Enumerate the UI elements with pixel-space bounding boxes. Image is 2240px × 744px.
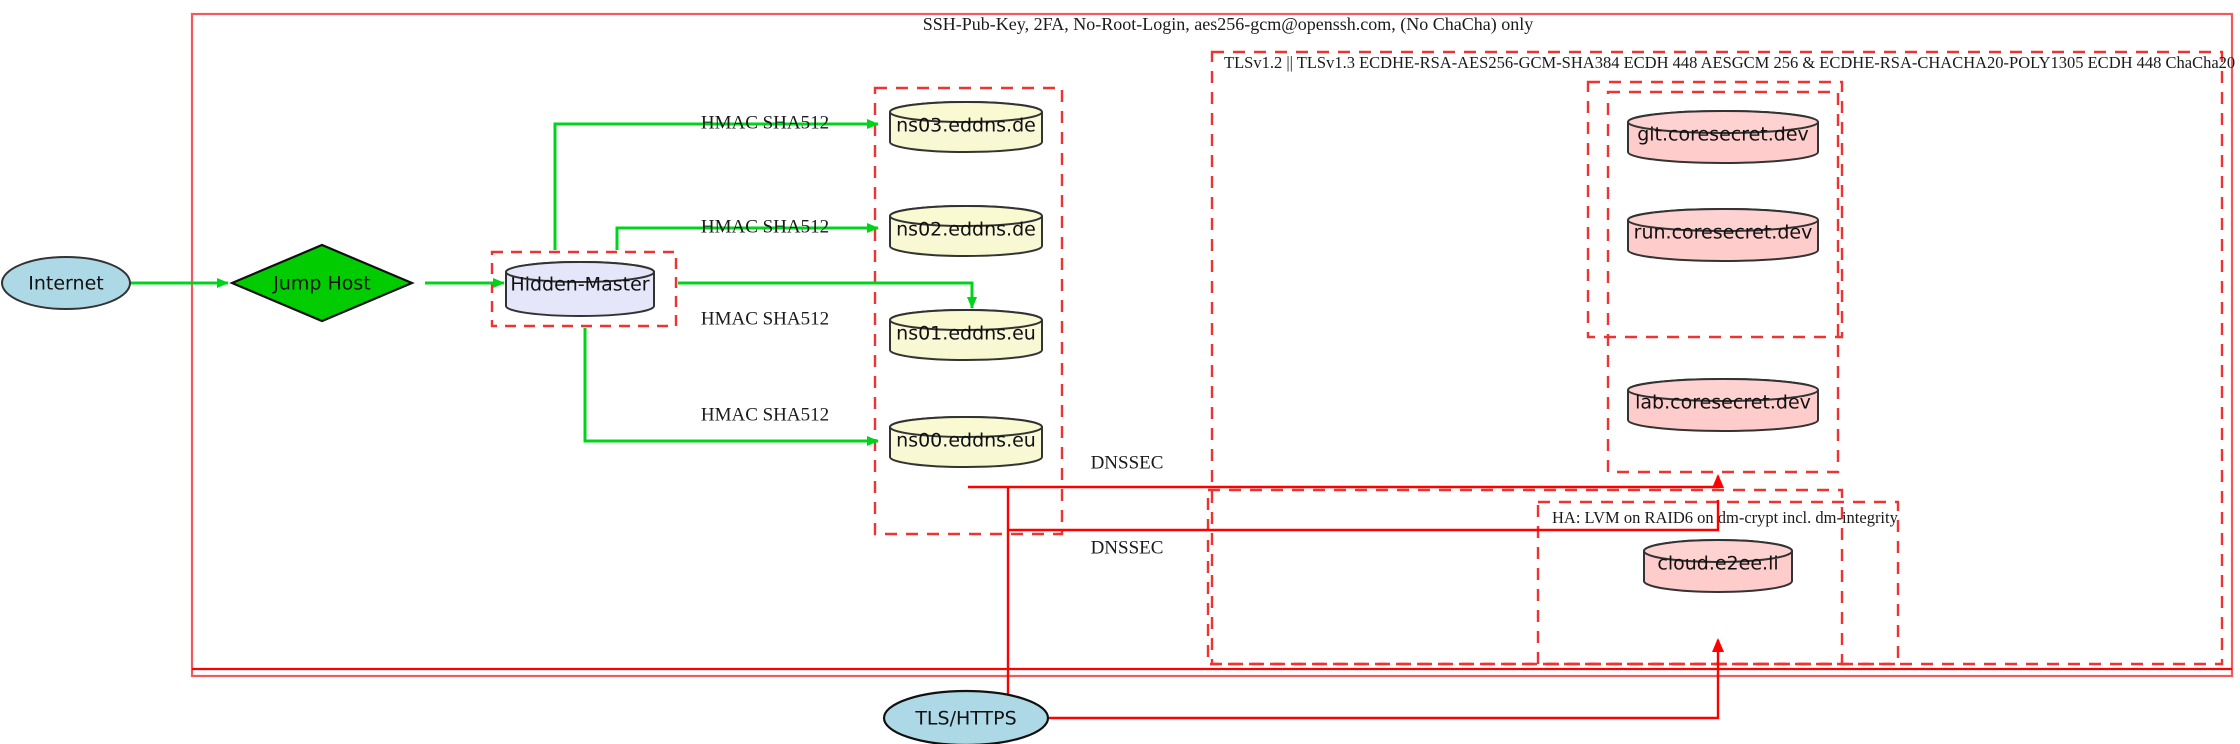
- node-ns03-label: ns03.eddns.de: [896, 115, 1036, 137]
- edge-label-hmac-1: HMAC SHA512: [701, 112, 829, 133]
- node-tls-https[interactable]: TLS/HTTPS: [882, 689, 1050, 744]
- edge-hiddenmaster-ns02: [615, 223, 879, 250]
- dns-zone-box: [873, 86, 1064, 536]
- edge-hiddenmaster-ns00: [583, 328, 879, 446]
- node-ns00[interactable]: ns00.eddns.eu: [889, 416, 1043, 468]
- node-ns03[interactable]: ns03.eddns.de: [889, 101, 1043, 153]
- edge-hiddenmaster-ns03: [553, 119, 879, 250]
- node-git-coresecret[interactable]: git.coresecret.dev: [1627, 110, 1819, 164]
- node-hidden-master-label: Hidden-Master: [510, 274, 649, 296]
- node-jump-host-label: Jump Host: [272, 273, 371, 295]
- node-tls-https-label: TLS/HTTPS: [914, 708, 1016, 730]
- tls-boundary-label: TLSv1.2 || TLSv1.3 ECDHE-RSA-AES256-GCM-…: [1224, 53, 2240, 72]
- edge-label-hmac-4: HMAC SHA512: [701, 404, 829, 425]
- node-ns00-label: ns00.eddns.eu: [896, 430, 1036, 452]
- edge-label-hmac-2: HMAC SHA512: [701, 216, 829, 237]
- edge-label-dnssec-1: DNSSEC: [1091, 452, 1164, 473]
- node-internet[interactable]: Internet: [1, 256, 131, 310]
- node-jump-host[interactable]: Jump Host: [229, 243, 415, 323]
- node-run-coresecret-label: run.coresecret.dev: [1634, 222, 1813, 244]
- node-cloud-e2ee-label: cloud.e2ee.li: [1657, 553, 1778, 575]
- node-ns01-label: ns01.eddns.eu: [896, 323, 1036, 345]
- edge-dnssec-lower: [1008, 500, 1720, 532]
- node-ns02-label: ns02.eddns.de: [896, 219, 1036, 241]
- coresecret-outer-box: [1586, 80, 1844, 339]
- edge-tlshttps-right-rail: [1048, 638, 1724, 720]
- edge-label-hmac-3: HMAC SHA512: [701, 308, 829, 329]
- coresecret-inner-box: [1606, 90, 1840, 474]
- ha-boundary-label: HA: LVM on RAID6 on dm-crypt incl. dm-in…: [1552, 508, 1899, 527]
- node-cloud-e2ee[interactable]: cloud.e2ee.li: [1643, 539, 1793, 593]
- node-git-coresecret-label: git.coresecret.dev: [1637, 124, 1809, 146]
- hidden-master-box: [490, 250, 678, 328]
- services-cluster-box: [1206, 488, 1844, 666]
- edge-dnssec-upper: [968, 474, 1724, 489]
- node-internet-label: Internet: [28, 273, 103, 295]
- ssh-boundary-box: [190, 12, 2234, 678]
- node-lab-coresecret[interactable]: lab.coresecret.dev: [1627, 378, 1819, 432]
- node-hidden-master[interactable]: Hidden-Master: [505, 261, 655, 317]
- edge-hiddenmaster-ns01: [678, 281, 977, 309]
- ssh-boundary-label: SSH-Pub-Key, 2FA, No-Root-Login, aes256-…: [923, 14, 1534, 35]
- node-lab-coresecret-label: lab.coresecret.dev: [1635, 392, 1811, 414]
- node-ns02[interactable]: ns02.eddns.de: [889, 205, 1043, 257]
- node-run-coresecret[interactable]: run.coresecret.dev: [1627, 208, 1819, 262]
- node-ns01[interactable]: ns01.eddns.eu: [889, 309, 1043, 361]
- edge-label-dnssec-2: DNSSEC: [1091, 537, 1164, 558]
